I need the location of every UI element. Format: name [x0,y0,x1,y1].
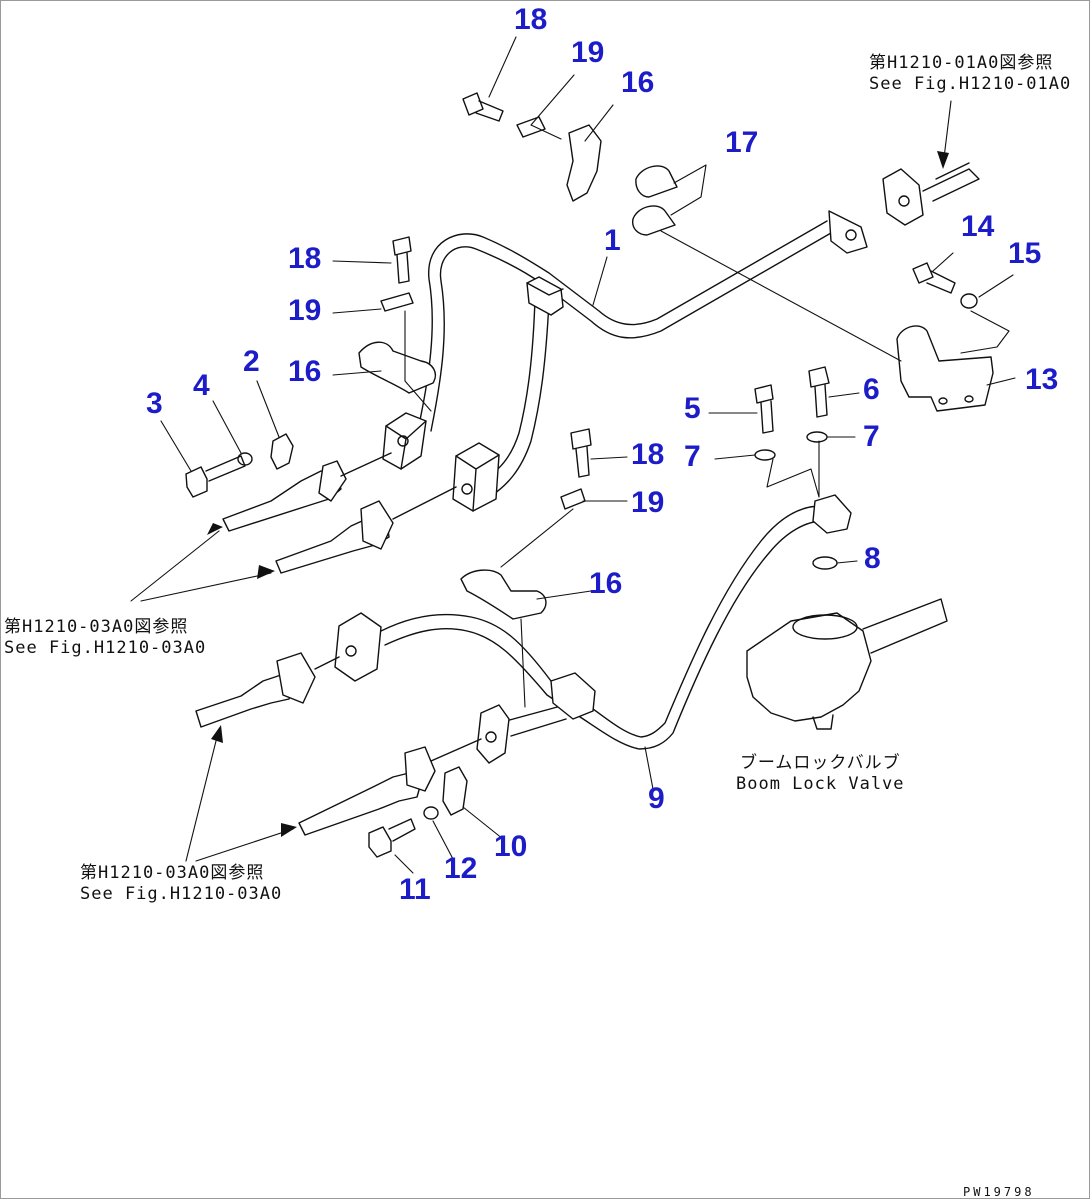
leader-lines [130,36,1016,874]
washer-12 [423,806,439,820]
callout-16-middle: 16 [589,567,623,600]
ref-note-top-en: See Fig.H1210-01A0 [869,74,1072,95]
flange-block-lower-left [334,612,382,682]
callout-12: 12 [444,852,478,885]
ref-note-bottom-jp: 第H1210-03A0図参照 [80,863,265,883]
callout-13: 13 [1025,363,1059,396]
clip-17 [632,165,678,236]
hose-end-lower-a [195,652,340,728]
callout-18-left: 18 [288,242,322,275]
flange-block-upper-left [382,412,427,470]
callout-2: 2 [243,345,260,378]
washer-15 [960,293,978,309]
ref-note-left-jp: 第H1210-03A0図参照 [4,617,189,637]
drawing-code: PW19798 [963,1185,1035,1199]
hose-end-upper-b [275,486,457,574]
flange-top-right [882,162,980,226]
bolt-18-upper [392,236,412,284]
ref-note-top-jp: 第H1210-01A0図参照 [869,53,1054,73]
plug-8 [812,556,838,570]
ref-note-bottom: 第H1210-03A0図参照 See Fig.H1210-03A0 [80,863,282,906]
bolt-14 [912,262,956,294]
callout-17: 17 [725,126,759,159]
clamp-16-top [566,124,602,202]
callout-7-right: 7 [863,420,880,453]
tube-1 [418,210,868,497]
bracket-13 [896,325,994,412]
callout-19-middle: 19 [631,486,665,519]
ref-note-bottom-en: See Fig.H1210-03A0 [80,884,283,905]
flange-block-upper-right [452,442,500,512]
callout-18-top: 18 [514,3,548,36]
callout-3: 3 [146,387,163,420]
washer-4 [237,452,253,466]
callout-19-top: 19 [571,36,605,69]
bolt-6 [808,366,830,418]
callout-9: 9 [648,782,665,815]
washer-7-left [754,449,776,461]
flange-block-lower-right [476,704,510,764]
clamp-10 [442,766,468,816]
ref-note-left-en: See Fig.H1210-03A0 [4,638,207,659]
callout-19-left: 19 [288,294,322,327]
plate-19-middle [560,488,586,510]
hose-end-lower-b [298,738,482,836]
callout-5: 5 [684,392,701,425]
plate-19-upper [380,292,414,312]
plate-19-top [516,116,546,138]
bolt-5 [754,384,774,434]
hose-end-upper-a [222,452,392,532]
clamp-2 [270,433,294,470]
ref-note-top: 第H1210-01A0図参照 See Fig.H1210-01A0 [869,53,1071,96]
bolt-11 [368,818,416,858]
tube-9 [380,494,852,750]
callout-1: 1 [604,224,621,257]
valve-label-jp: ブームロックバルブ [739,753,901,773]
arrow-heads [207,151,949,837]
valve-label: ブームロックバルブ Boom Lock Valve [736,753,905,796]
callout-7-left: 7 [684,440,701,473]
bolt-3 [185,455,246,498]
callout-10: 10 [494,830,528,863]
washer-7-right [806,431,828,443]
callout-14: 14 [961,210,995,243]
valve-label-en: Boom Lock Valve [736,774,905,795]
callout-11: 11 [399,873,431,906]
callout-4: 4 [193,369,210,402]
callout-16-left: 16 [288,355,322,388]
callout-16-top: 16 [621,66,655,99]
bolt-18-middle [570,428,592,478]
clamp-16-middle [460,569,547,620]
callout-6: 6 [863,373,880,406]
ref-note-left: 第H1210-03A0図参照 See Fig.H1210-03A0 [4,617,206,660]
callout-15: 15 [1008,237,1042,270]
callout-8: 8 [864,542,881,575]
boom-lock-valve-shape [746,556,948,730]
clamp-16-upper [358,341,437,394]
callout-18-middle: 18 [631,438,665,471]
bolt-18-top [462,92,504,122]
